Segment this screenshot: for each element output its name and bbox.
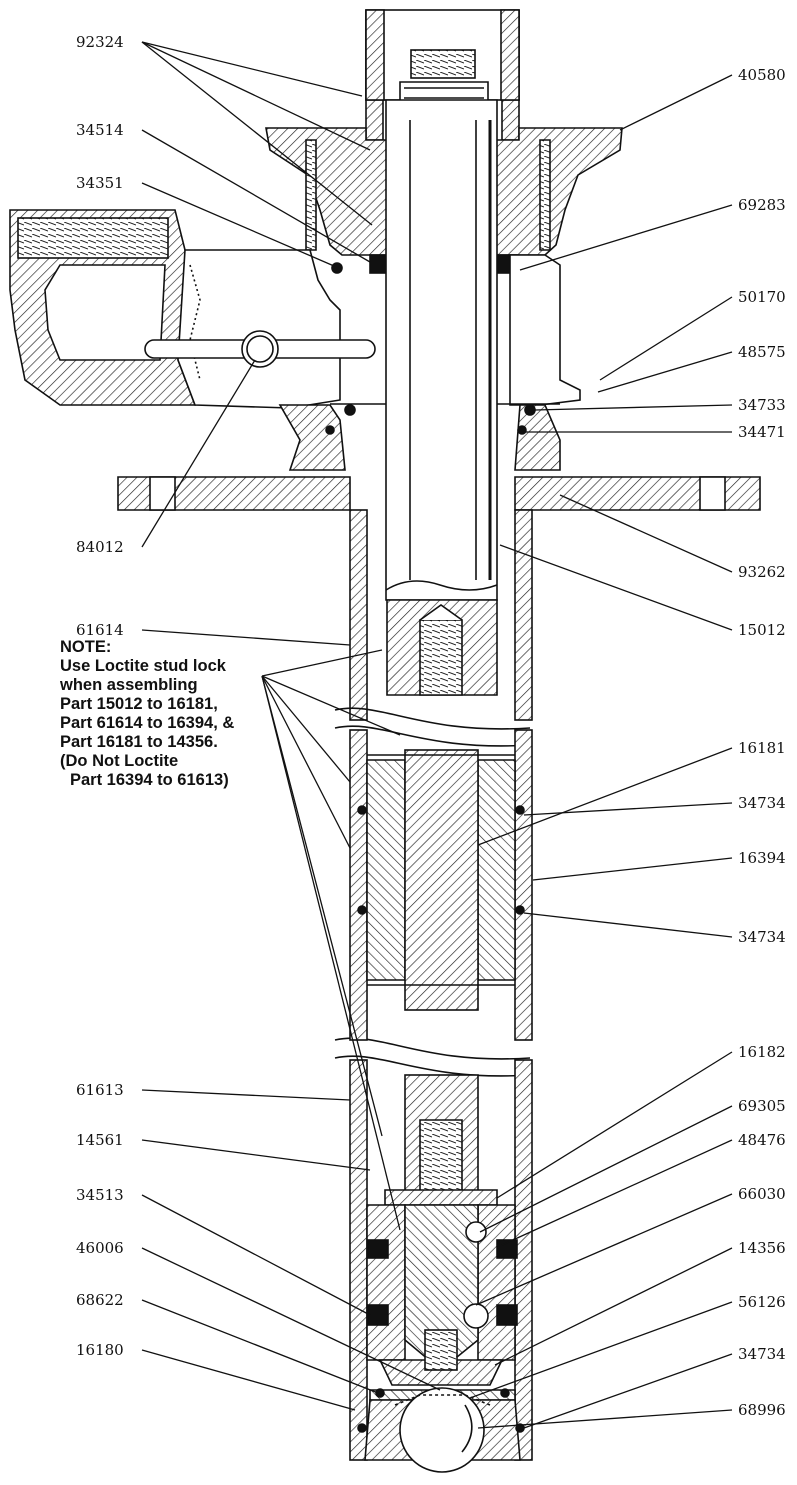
drawing-linework xyxy=(9,9,761,1473)
label-16180: 16180 xyxy=(76,1341,124,1359)
note-line-2: when assembling xyxy=(60,676,198,694)
label-15012: 15012 xyxy=(738,621,786,639)
label-84012: 84012 xyxy=(76,538,124,556)
note-line-1: Use Loctite stud lock xyxy=(60,657,226,675)
part-labels-left: 92324 34514 34351 84012 61614 61613 1456… xyxy=(76,33,124,1359)
label-93262: 93262 xyxy=(738,563,786,581)
note-line-6: (Do Not Loctite xyxy=(60,752,179,770)
label-34513: 34513 xyxy=(76,1186,124,1204)
label-34734-a: 34734 xyxy=(738,794,786,812)
note-line-3: Part 15012 to 16181, xyxy=(60,695,218,713)
label-69283: 69283 xyxy=(738,196,786,214)
label-61613: 61613 xyxy=(76,1081,124,1099)
label-68996: 68996 xyxy=(738,1401,786,1419)
label-40580: 40580 xyxy=(738,66,786,84)
label-14561: 14561 xyxy=(76,1131,124,1149)
label-48575: 48575 xyxy=(738,343,786,361)
label-14356: 14356 xyxy=(738,1239,786,1257)
label-56126: 56126 xyxy=(738,1293,786,1311)
label-34733: 34733 xyxy=(738,396,786,414)
label-34514: 34514 xyxy=(76,121,124,139)
label-46006: 46006 xyxy=(76,1239,124,1257)
label-66030: 66030 xyxy=(738,1185,786,1203)
note-line-5: Part 16181 to 14356. xyxy=(60,733,218,751)
label-34351: 34351 xyxy=(76,174,124,192)
label-92324: 92324 xyxy=(76,33,124,51)
label-34471: 34471 xyxy=(738,423,786,441)
label-61614: 61614 xyxy=(76,621,124,639)
note-line-4: Part 61614 to 16394, & xyxy=(60,714,235,732)
label-69305: 69305 xyxy=(738,1097,786,1115)
label-16181: 16181 xyxy=(738,739,786,757)
label-16182: 16182 xyxy=(738,1043,786,1061)
label-50170: 50170 xyxy=(738,288,786,306)
note-heading: NOTE: xyxy=(60,638,112,656)
label-48476: 48476 xyxy=(738,1131,786,1149)
loctite-note: NOTE: Use Loctite stud lock when assembl… xyxy=(60,638,234,790)
label-34734-c: 34734 xyxy=(738,1345,786,1363)
part-labels-right: 40580 69283 50170 48575 34733 34471 9326… xyxy=(738,66,786,1419)
label-16394: 16394 xyxy=(738,849,786,867)
leader-lines xyxy=(141,41,733,1429)
label-68622: 68622 xyxy=(76,1291,124,1309)
note-line-7: Part 16394 to 61613) xyxy=(70,771,229,789)
label-34734-b: 34734 xyxy=(738,928,786,946)
